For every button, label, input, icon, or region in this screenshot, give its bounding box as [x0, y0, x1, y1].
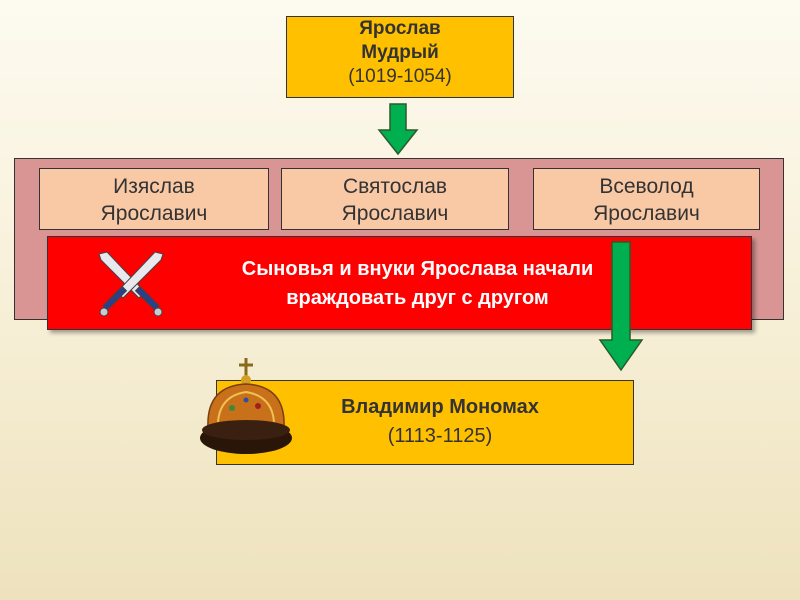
- son-name: Всеволод: [599, 175, 694, 198]
- yaroslav-name-line1: Ярослав: [359, 18, 441, 39]
- son-patronymic: Ярославич: [100, 202, 208, 225]
- monomakh-cap-icon: [200, 358, 292, 454]
- yaroslav-dates: (1019-1054): [348, 66, 452, 87]
- crossed-swords-icon: [98, 251, 164, 317]
- conflict-line2: враждовать друг с другом: [286, 287, 549, 309]
- yaroslav-name-line2: Мудрый: [361, 42, 439, 63]
- conflict-line1: Сыновья и внуки Ярослава начали: [241, 258, 594, 280]
- son-box-izyaslav: Изяслав Ярославич: [39, 168, 269, 230]
- son-name: Святослав: [342, 175, 448, 198]
- yaroslav-box: Ярослав Мудрый (1019-1054): [286, 16, 514, 98]
- monomakh-dates: (1113-1125): [387, 425, 493, 447]
- son-patronymic: Ярославич: [341, 202, 449, 225]
- arrow-down-icon: [377, 103, 419, 156]
- son-box-vsevolod: Всеволод Ярославич: [533, 168, 760, 230]
- son-patronymic: Ярославич: [593, 202, 700, 225]
- monomakh-box: Владимир Мономах (1113-1125): [216, 380, 634, 465]
- monomakh-name: Владимир Мономах: [341, 396, 539, 418]
- son-name: Изяслав: [113, 175, 195, 198]
- arrow-down-icon: [598, 241, 644, 372]
- son-box-svyatoslav: Святослав Ярославич: [281, 168, 509, 230]
- conflict-box: Сыновья и внуки Ярослава начали враждова…: [47, 236, 752, 330]
